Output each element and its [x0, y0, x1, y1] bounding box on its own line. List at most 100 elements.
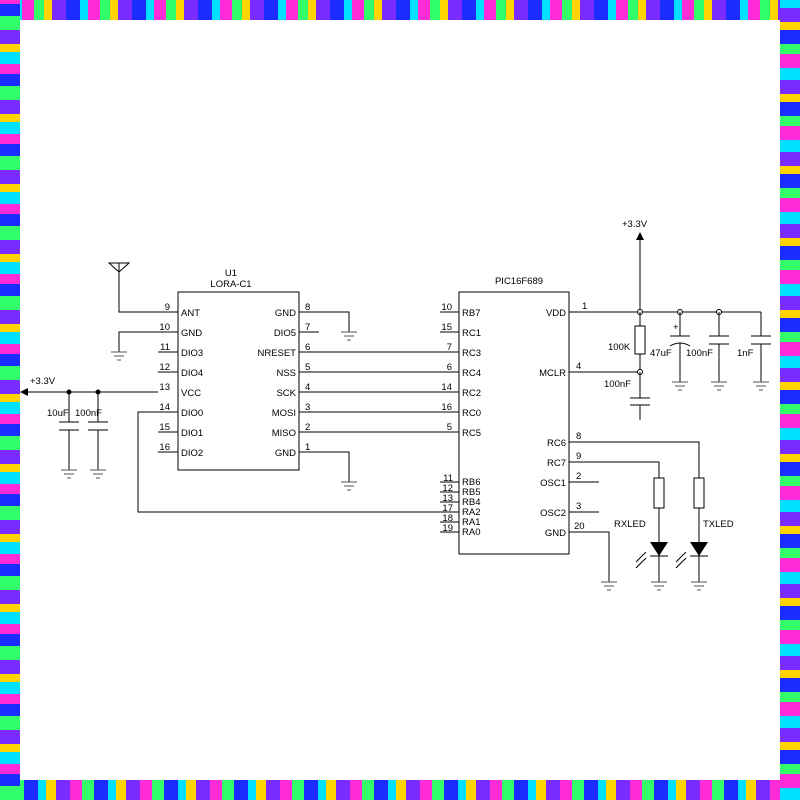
cap-47uf: + 47uF: [650, 312, 691, 391]
wire-dio0-ra2: [137, 411, 440, 513]
mcu-pin-num: 9: [576, 451, 581, 462]
u1-pin-name: GND: [181, 328, 202, 339]
u1-pin-num: 5: [305, 362, 310, 373]
u1-pin-num: 13: [159, 382, 170, 393]
pic-body: [458, 291, 570, 555]
u1-part: LORA-C1: [210, 279, 251, 290]
mcu-pin-num: 3: [576, 501, 581, 512]
u1-pin-name: DIO0: [181, 408, 203, 419]
mcu-pin-name: RC2: [462, 388, 481, 399]
u1-pin-num: 16: [159, 442, 170, 453]
u1-pin-num: 11: [160, 342, 170, 353]
u1-pin-name: DIO4: [181, 368, 203, 379]
mcu-pin-name: RB7: [462, 308, 480, 319]
vcc-top-label: +3.3V: [622, 219, 648, 230]
mcu-pin-name: RC4: [462, 368, 481, 379]
u1-pin-num: 2: [305, 422, 310, 433]
u1-pin-num: 9: [165, 302, 170, 313]
cap-100nf: 100nF: [686, 312, 729, 391]
mcu-pin-name: OSC2: [540, 508, 566, 519]
u1-pin-num: 15: [159, 422, 170, 433]
mcu-pin-num: 17: [442, 503, 453, 514]
arrow-left-icon: [20, 388, 28, 396]
u1-ref: U1: [225, 268, 237, 279]
vcc-left-rail: +3.3V 10uF 100nF: [20, 376, 158, 479]
mcu-pin-name: OSC1: [540, 478, 566, 489]
ground-symbol: [111, 331, 158, 361]
mcu-pin-name: VDD: [546, 308, 566, 319]
u1-pin-name: DIO2: [181, 448, 203, 459]
frame-edge-left: [0, 0, 20, 800]
lora-module-body: [177, 291, 300, 471]
frame-edge-right: [780, 0, 800, 800]
mcu-pin-name: MCLR: [539, 368, 566, 379]
mcu-pin-num: 5: [447, 422, 452, 433]
u1-pin-num: 3: [305, 402, 310, 413]
mcu-part: PIC16F689: [495, 276, 543, 287]
u1-pin-num: 10: [159, 322, 170, 333]
u1-pin-num: 12: [159, 362, 170, 373]
txled-branch: TXLED: [599, 441, 734, 591]
rxled-branch: RXLED: [599, 461, 668, 591]
u1-pin-name: VCC: [181, 388, 201, 399]
mcu-pin-name: RC3: [462, 348, 481, 359]
u1-pin-name: DIO5: [274, 328, 296, 339]
mcu-pin-name: GND: [545, 528, 566, 539]
rxled-label: RXLED: [614, 519, 646, 530]
mcu-pin-num: 8: [576, 431, 581, 442]
mcu-pin-num: 10: [441, 302, 452, 313]
mcu-pin-name: RB5: [462, 487, 480, 498]
ground-symbol: [599, 531, 617, 591]
mcu-pin-name: RC7: [547, 458, 566, 469]
cap-10uf-label: 10uF: [47, 408, 69, 419]
vcc-top-rail: +3.3V: [599, 219, 761, 315]
mcu-pin-num: 11: [443, 473, 453, 484]
spi-bus-wires: [319, 351, 440, 433]
u1-pin-name: MOSI: [272, 408, 296, 419]
mcu-pin-num: 16: [441, 402, 452, 413]
mcu-pin-name: RA0: [462, 527, 480, 538]
cap-1nf: 1nF: [737, 312, 771, 391]
frame-edge-top: [0, 0, 800, 20]
u1-pin-name: MISO: [272, 428, 296, 439]
resistor-100k-label: 100K: [608, 342, 631, 353]
pic-microcontroller: PIC16F689 10 RB7 15 RC1 7 RC3 6 RC4 1 4 R…: [440, 276, 599, 555]
lora-module: U1 LORA-C1 9 ANT 10 GND 11 DIO3 12 DIO4 …: [158, 268, 319, 471]
mcu-pin-num: 6: [447, 362, 452, 373]
txled-label: TXLED: [703, 519, 734, 530]
ground-symbol: [319, 311, 357, 341]
ground-symbol: [319, 451, 357, 491]
u1-pin-name: GND: [275, 308, 296, 319]
u1-pin-name: ANT: [181, 308, 200, 319]
mcu-pin-num: 18: [442, 513, 453, 524]
mcu-pin-name: RC5: [462, 428, 481, 439]
cap-47uf-label: 47uF: [650, 348, 672, 359]
mcu-pin-num: 15: [441, 322, 452, 333]
mclr-network: 100K 100nF: [599, 312, 650, 420]
u1-pin-name: SCK: [276, 388, 296, 399]
u1-pin-num: 14: [159, 402, 170, 413]
mcu-pin-num: 1: [582, 301, 587, 312]
mcu-pin-name: RC6: [547, 438, 566, 449]
schematic-paper: [20, 20, 780, 780]
cap-mclr-label: 100nF: [604, 379, 631, 390]
u1-pin-num: 8: [305, 302, 310, 313]
mcu-pin-num: 19: [442, 523, 453, 534]
mcu-pin-name: RB6: [462, 477, 480, 488]
mcu-pin-name: RB4: [462, 497, 480, 508]
mcu-pin-num: 7: [447, 342, 452, 353]
u1-pin-num: 7: [305, 322, 310, 333]
mcu-pin-name: RA1: [462, 517, 480, 528]
mcu-pin-num: 13: [442, 493, 453, 504]
mcu-pin-num: 4: [576, 361, 581, 372]
u1-pin-name: NRESET: [257, 348, 296, 359]
frame-edge-bottom: [0, 780, 800, 800]
mcu-pin-name: RC0: [462, 408, 481, 419]
mcu-pin-num: 12: [442, 483, 453, 494]
mcu-pin-name: RA2: [462, 507, 480, 518]
cap-100nf-label: 100nF: [686, 348, 713, 359]
u1-pin-num: 4: [305, 382, 310, 393]
mcu-pin-name: RC1: [462, 328, 481, 339]
cap-1nf-label: 1nF: [737, 348, 754, 359]
